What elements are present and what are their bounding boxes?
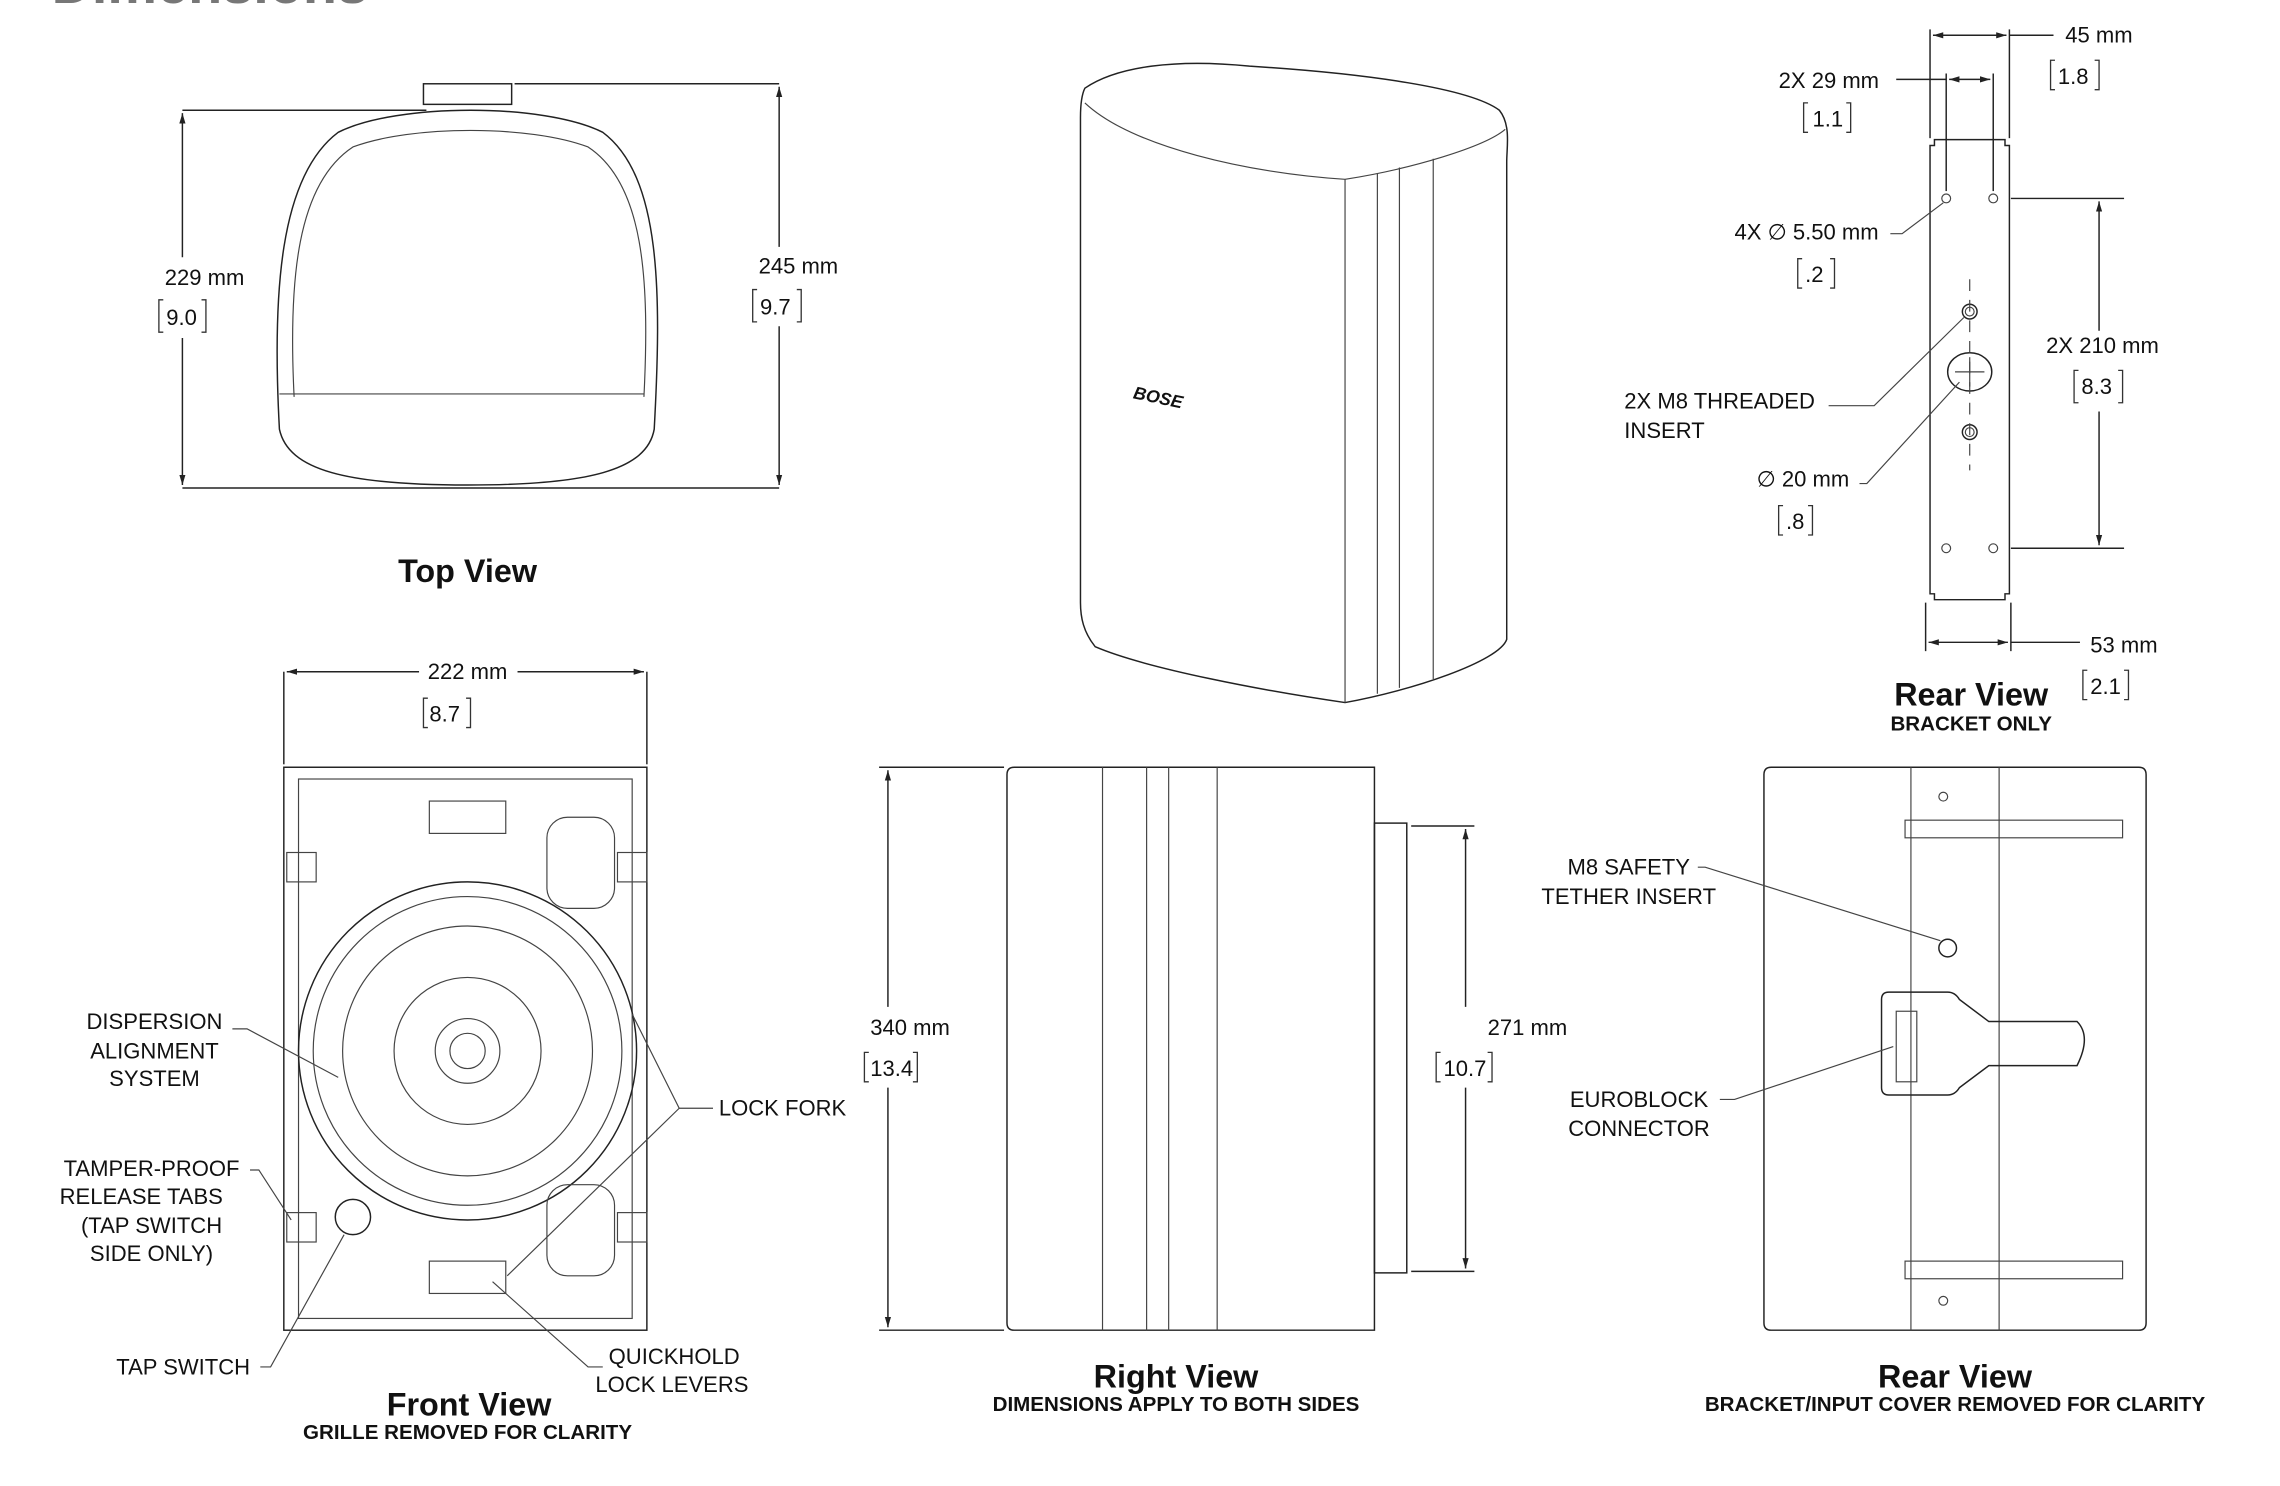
right-view-subtitle: DIMENSIONS APPLY TO BOTH SIDES xyxy=(993,1393,1360,1416)
front-width-in: 8.7 xyxy=(429,702,460,727)
right-bracket-in: 10.7 xyxy=(1444,1056,1487,1081)
tap-switch-label: TAP SWITCH xyxy=(116,1354,250,1379)
bracket-width-mm: 45 mm xyxy=(2065,23,2132,48)
right-view-title: Right View xyxy=(1094,1359,1260,1395)
front-view: 222 mm 8.7 DISPERSION ALIGNMENT SYSTEM T… xyxy=(60,659,847,1444)
top-depth-mm: 229 mm xyxy=(165,265,245,290)
top-bracket-depth-in: 9.7 xyxy=(760,295,791,320)
front-view-title: Front View xyxy=(387,1386,553,1422)
top-view-title: Top View xyxy=(398,553,538,589)
bracket-base-mm: 53 mm xyxy=(2090,633,2157,658)
top-depth-in: 9.0 xyxy=(166,305,197,330)
right-height-mm: 340 mm xyxy=(870,1015,950,1040)
top-view: 229 mm 9.0 245 mm 9.7 Top View xyxy=(158,83,839,589)
bracket-base-in: 2.1 xyxy=(2090,674,2121,699)
insert-label-1: 2X M8 THREADED xyxy=(1624,389,1815,414)
tether-label-2: TETHER INSERT xyxy=(1541,884,1716,909)
right-bracket-mm: 271 mm xyxy=(1488,1015,1568,1040)
slot-in: 1.1 xyxy=(1812,106,1843,131)
bracket-rear-view: 45 mm 1.8 2X 29 mm 1.1 4X ∅ 5.50 mm .2 2… xyxy=(1624,23,2158,736)
lock-fork-label: LOCK FORK xyxy=(719,1096,847,1121)
tether-label-1: M8 SAFETY xyxy=(1568,855,1691,880)
front-view-subtitle: GRILLE REMOVED FOR CLARITY xyxy=(303,1421,632,1444)
tamper-label-3: (TAP SWITCH xyxy=(81,1213,222,1238)
tamper-label-1: TAMPER-PROOF xyxy=(64,1156,240,1181)
euroblock-label-1: EUROBLOCK xyxy=(1570,1087,1709,1112)
dispersion-label-3: SYSTEM xyxy=(109,1066,200,1091)
center-hole-in: .8 xyxy=(1786,509,1804,534)
rear-view-subtitle: BRACKET/INPUT COVER REMOVED FOR CLARITY xyxy=(1705,1393,2206,1416)
top-bracket-depth-mm: 245 mm xyxy=(759,253,839,278)
rear-view: M8 SAFETY TETHER INSERT EUROBLOCK CONNEC… xyxy=(1541,766,2206,1416)
center-hole-mm: ∅ 20 mm xyxy=(1757,467,1850,492)
isometric-view: BOSE xyxy=(1079,62,1509,704)
rear-view-title: Rear View xyxy=(1878,1359,2033,1395)
holes-mm: 4X ∅ 5.50 mm xyxy=(1735,220,1879,245)
slot-mm: 2X 29 mm xyxy=(1779,68,1879,93)
tamper-label-2: RELEASE TABS xyxy=(60,1184,223,1209)
insert-label-2: INSERT xyxy=(1624,418,1704,443)
hole-spacing-mm: 2X 210 mm xyxy=(2046,333,2159,358)
front-width-mm: 222 mm xyxy=(428,659,508,684)
dispersion-label-2: ALIGNMENT xyxy=(90,1038,219,1063)
bracket-view-title: Rear View xyxy=(1894,677,2049,713)
holes-in: .2 xyxy=(1805,262,1823,287)
tamper-label-4: SIDE ONLY) xyxy=(90,1241,213,1266)
quickhold-label-2: LOCK LEVERS xyxy=(595,1372,748,1397)
page-title: Dimensions xyxy=(52,0,369,15)
euroblock-label-2: CONNECTOR xyxy=(1568,1116,1710,1141)
bracket-view-subtitle: BRACKET ONLY xyxy=(1890,713,2052,736)
hole-spacing-in: 8.3 xyxy=(2081,374,2112,399)
bose-logo: BOSE xyxy=(1132,382,1186,412)
right-view: 340 mm 13.4 271 mm 10.7 Right View DIMEN… xyxy=(863,766,1568,1416)
dispersion-label-1: DISPERSION xyxy=(87,1009,223,1034)
right-height-in: 13.4 xyxy=(870,1056,913,1081)
bracket-width-in: 1.8 xyxy=(2058,64,2089,89)
quickhold-label-1: QUICKHOLD xyxy=(609,1344,740,1369)
